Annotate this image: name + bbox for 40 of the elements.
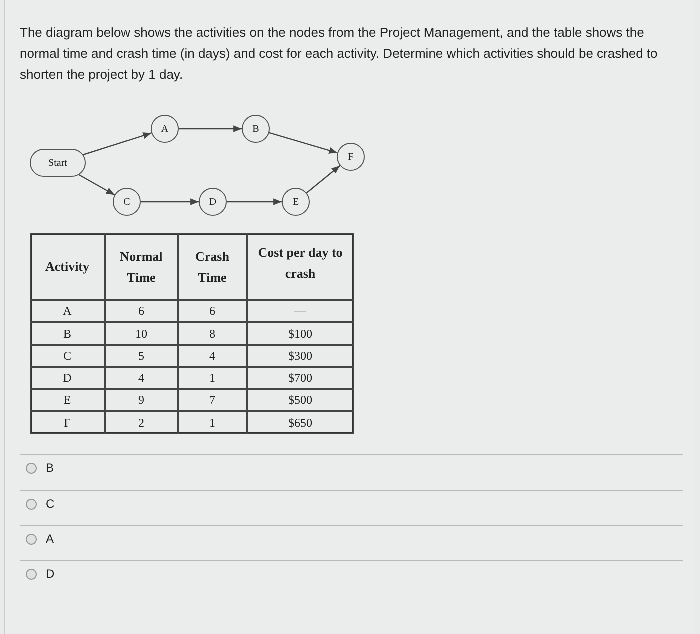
column-header: Normal Time [105, 233, 178, 300]
table-cell: 1 [178, 411, 247, 434]
table-cell: F [30, 411, 105, 434]
table-cell: $100 [247, 322, 354, 345]
table-cell: $700 [247, 367, 354, 389]
column-header: Cost per day to crash [247, 233, 354, 300]
arrow [179, 126, 242, 132]
table-cell: D [30, 367, 105, 389]
arrow [227, 198, 282, 206]
column-header: Crash Time [178, 233, 247, 300]
table-cell: 7 [178, 389, 247, 411]
arrow [76, 172, 116, 196]
table-cell: 8 [178, 322, 247, 345]
arrow [306, 165, 341, 194]
table-cell: E [30, 389, 105, 411]
question-text: The diagram below shows the activities on the nodes from the Project Management, and the table shows the normal time and crash time (in days) and cost for each activity. Determine which activities should be crashed to shorten the project by 1 day. [20, 24, 659, 84]
table-cell: $300 [247, 345, 354, 367]
table-cell: 2 [105, 411, 178, 434]
table-cell: $650 [247, 411, 354, 434]
table-cell: C [30, 345, 105, 367]
option-label: B [46, 460, 54, 477]
arrow [269, 132, 338, 154]
table-cell: 10 [105, 322, 178, 345]
option-label: D [46, 566, 55, 583]
table-cell: 9 [105, 389, 178, 411]
table-cell: 1 [178, 367, 247, 389]
option-label: A [46, 531, 54, 548]
table-cell: 5 [105, 345, 178, 367]
table-cell: 6 [178, 300, 247, 322]
table-cell: B [30, 322, 105, 345]
table-cell: 4 [105, 367, 178, 389]
arrow [141, 198, 199, 206]
arrow [81, 132, 152, 156]
table-cell: $500 [247, 389, 354, 411]
table-cell: — [247, 300, 354, 322]
table-cell: A [30, 300, 105, 322]
table-cell: 4 [178, 345, 247, 367]
column-header: Activity [30, 233, 105, 300]
table-cell: 6 [105, 300, 178, 322]
option-label: C [46, 496, 55, 513]
